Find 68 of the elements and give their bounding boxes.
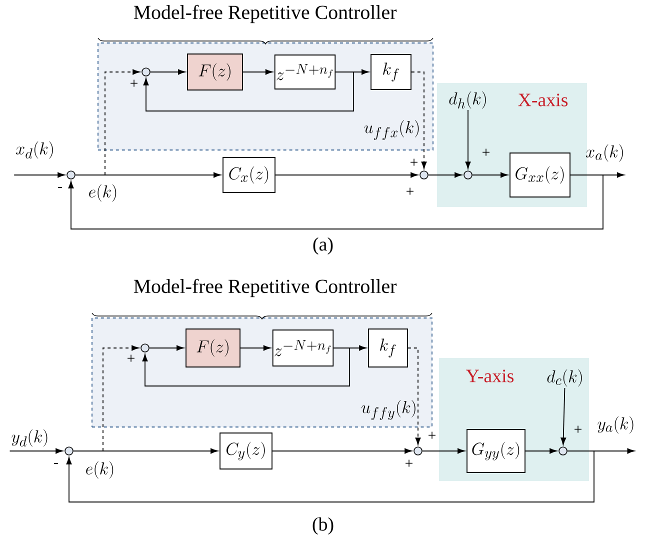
arrow bbox=[472, 172, 508, 178]
arrow bbox=[240, 345, 271, 351]
arrow bbox=[275, 172, 418, 178]
edge-label: $e(k)$ bbox=[89, 184, 116, 202]
sign-label: + bbox=[128, 354, 134, 362]
arrow bbox=[525, 448, 557, 454]
signal-label: $y_a(k)$ bbox=[598, 416, 634, 434]
block-box: $k_f$ bbox=[368, 328, 408, 368]
signal-label: $d_c(k)$ bbox=[547, 369, 582, 387]
edge-label: $u_{ffx}(k)$ bbox=[364, 120, 419, 140]
arrow bbox=[422, 448, 465, 454]
arrow bbox=[333, 345, 366, 351]
block-box: $G_{xx}(z)$ bbox=[510, 152, 570, 198]
arrow bbox=[465, 110, 471, 169]
arrow bbox=[104, 69, 140, 176]
arrow bbox=[335, 69, 369, 75]
arrow bbox=[560, 388, 566, 445]
arrow bbox=[143, 72, 354, 112]
summing-junction bbox=[64, 446, 74, 456]
block-box: $G_{yy}(z)$ bbox=[466, 429, 526, 473]
summing-junction bbox=[420, 170, 428, 180]
arrow bbox=[72, 448, 218, 454]
sign-label: - bbox=[58, 186, 62, 188]
arrow bbox=[9, 448, 63, 454]
block-box: $F(z)$ bbox=[186, 328, 240, 368]
summing-junction bbox=[414, 446, 422, 456]
block-box: $z^{-N+n_f}$ bbox=[274, 54, 336, 90]
signal-label: $x_a(k)$ bbox=[586, 144, 623, 162]
arrow bbox=[14, 172, 65, 178]
summing-junction bbox=[464, 170, 472, 180]
summing-junction bbox=[142, 68, 150, 76]
arrow bbox=[408, 348, 421, 445]
signal-label: $d_h(k)$ bbox=[449, 91, 486, 109]
arrow bbox=[142, 348, 350, 386]
block-box: $C_x(z)$ bbox=[222, 157, 276, 193]
block-box: $C_y(z)$ bbox=[220, 432, 272, 470]
node-label: Model-free Repetitive Controller bbox=[134, 278, 397, 298]
arrow bbox=[66, 450, 594, 502]
sign-label: + bbox=[130, 80, 138, 87]
panel-caption: (a) bbox=[313, 237, 333, 255]
edge-label: $u_{ffy}(k)$ bbox=[362, 400, 416, 420]
arrow bbox=[272, 448, 412, 454]
summing-junction bbox=[66, 170, 76, 180]
sign-label: + bbox=[428, 432, 436, 439]
summing-junction bbox=[140, 344, 150, 352]
arrow bbox=[428, 172, 462, 178]
arrow bbox=[411, 72, 427, 169]
signal-label: $y_d(k)$ bbox=[12, 429, 48, 447]
arrow bbox=[74, 172, 221, 178]
arrow bbox=[242, 69, 273, 75]
block-box: $F(z)$ bbox=[187, 54, 243, 90]
sign-label: + bbox=[406, 460, 412, 467]
sign-label: + bbox=[406, 188, 414, 195]
panel-caption: (b) bbox=[312, 517, 334, 535]
edge-label: $e(k)$ bbox=[86, 461, 114, 479]
block-box: $k_f$ bbox=[370, 54, 412, 90]
summing-junction bbox=[558, 446, 568, 456]
node-label: Model-free Repetitive Controller bbox=[134, 4, 397, 24]
sign-label: + bbox=[482, 148, 490, 156]
signal-label: $x_d(k)$ bbox=[16, 141, 53, 159]
arrow bbox=[68, 174, 604, 230]
sign-label: - bbox=[54, 462, 58, 464]
sign-label: + bbox=[410, 158, 418, 166]
sign-label: + bbox=[574, 426, 582, 433]
block-box: $z^{-N+n_f}$ bbox=[272, 330, 334, 366]
arrow bbox=[148, 345, 184, 351]
arrow bbox=[150, 69, 186, 75]
arrow bbox=[102, 345, 139, 452]
